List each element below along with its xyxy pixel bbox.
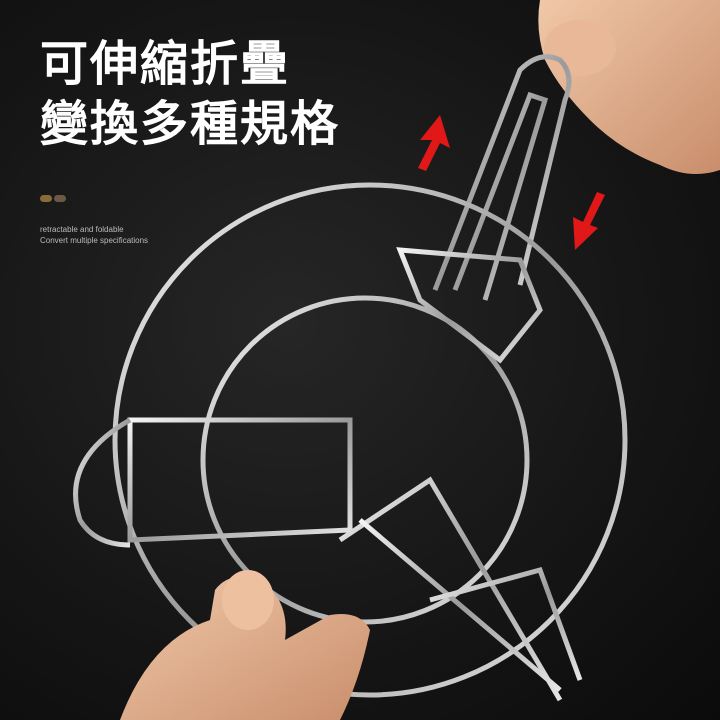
decorative-dots	[40, 195, 66, 202]
bottom-hand	[120, 570, 370, 720]
top-hand	[538, 0, 720, 174]
subtitle-line-2: Convert multiple specifications	[40, 236, 149, 245]
arrow-up-icon	[418, 115, 450, 171]
dot	[40, 195, 52, 202]
dot	[54, 195, 66, 202]
headline-line-2: 變換多種規格	[40, 96, 341, 152]
subtitle-line-1: retractable and foldable	[40, 225, 124, 234]
arrow-down-icon	[573, 192, 605, 250]
headline-line-1: 可伸縮折疊	[40, 36, 291, 92]
steel-rack	[73, 54, 628, 702]
